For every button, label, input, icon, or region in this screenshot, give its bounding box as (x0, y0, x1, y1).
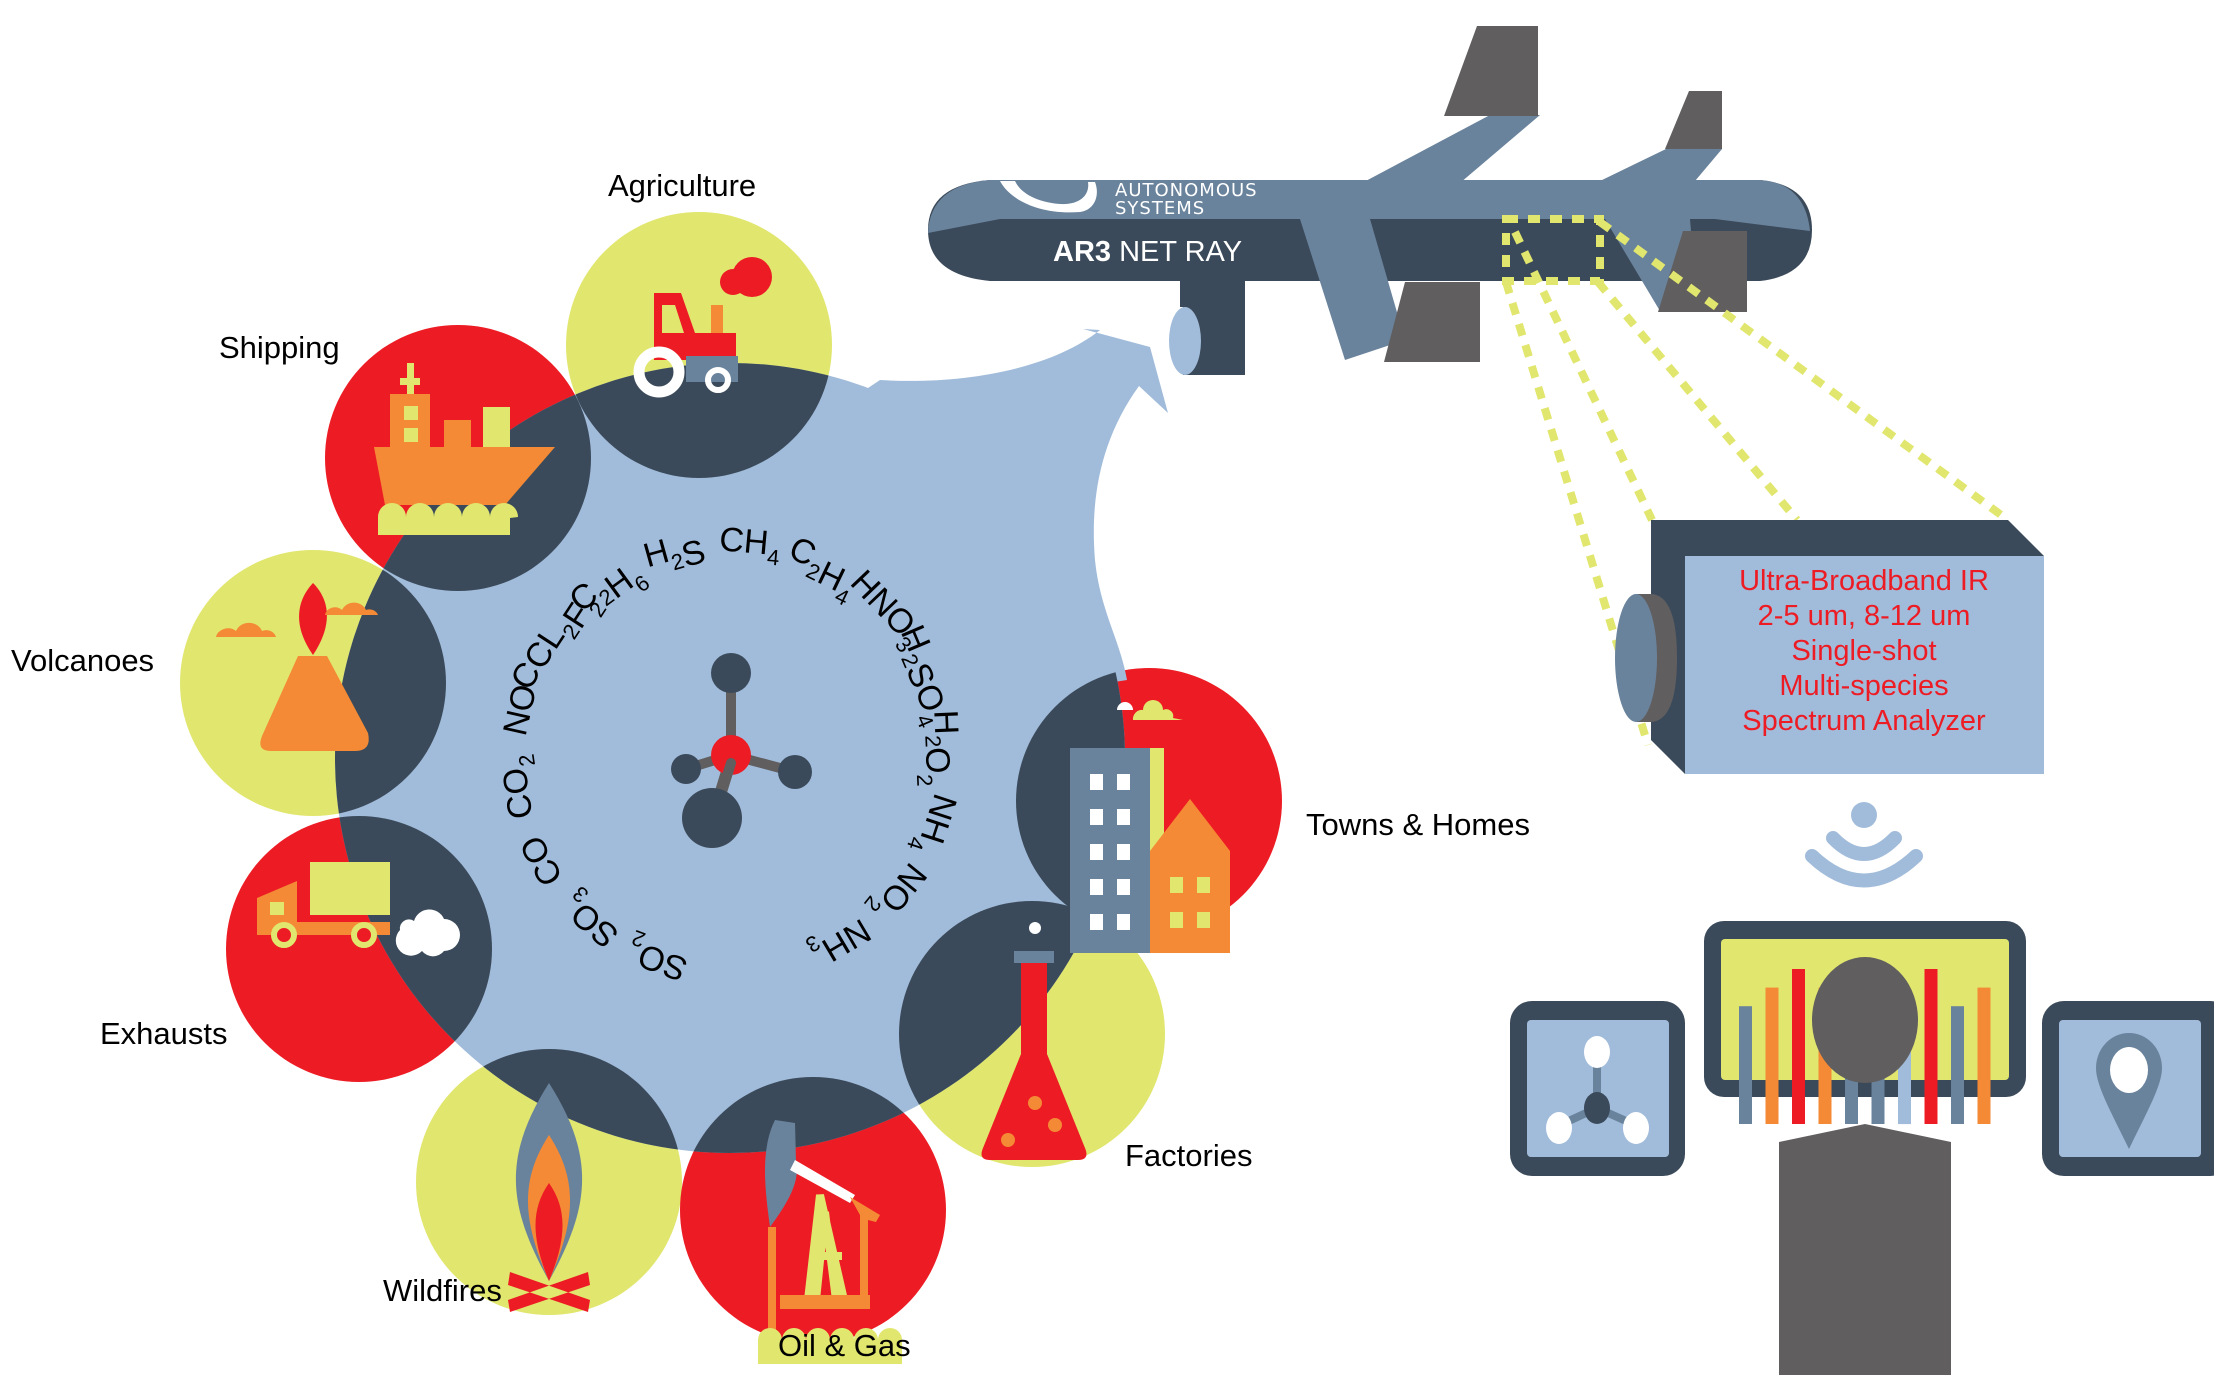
label-oil_gas: Oil & Gas (778, 1328, 911, 1363)
label-agriculture: Agriculture (608, 168, 756, 203)
intake-opening (1169, 307, 1201, 375)
analyzer-line: Ultra-Broadband IR (1739, 565, 1989, 597)
person-icon (1779, 957, 1951, 1375)
tower-window (1117, 879, 1130, 895)
molecule-label: CO2 (494, 752, 547, 821)
lower-wing-tip (1384, 282, 1480, 362)
label-volcanoes: Volcanoes (11, 643, 154, 678)
molecule-label: SO2 (622, 925, 695, 988)
molecule-icon (671, 653, 812, 848)
model-rest: NET RAY (1111, 236, 1242, 268)
truck-icon (257, 862, 460, 957)
house-window (1170, 877, 1183, 893)
upper-tail (1600, 149, 1722, 181)
building-windows (1090, 774, 1210, 930)
tower-window (1117, 809, 1130, 825)
analyzer-text: Ultra-Broadband IR2-5 um, 8-12 umSingle-… (1739, 565, 1989, 737)
left-monitor (1510, 1001, 1685, 1176)
molecule-icon (1546, 1036, 1649, 1144)
molecule-label: CH4 (717, 520, 782, 570)
spectrum-bar (1765, 987, 1779, 1124)
tower-window (1117, 844, 1130, 860)
model-bold: AR3 (1053, 236, 1111, 268)
right-monitor (2042, 1001, 2214, 1176)
analyzer-line: Single-shot (1791, 635, 1936, 667)
label-towns: Towns & Homes (1306, 807, 1530, 842)
source-icons (216, 257, 1230, 1364)
tower-window (1117, 774, 1130, 790)
spectrum-bar (1951, 1006, 1964, 1124)
analyzer-line: 2-5 um, 8-12 um (1758, 600, 1971, 632)
label-exhausts: Exhausts (100, 1016, 228, 1051)
label-factories: Factories (1125, 1138, 1252, 1173)
tractor-icon (633, 257, 772, 398)
lower-tail-tip (1658, 231, 1747, 312)
spectrum-bar (1792, 969, 1805, 1124)
house-window (1197, 877, 1210, 893)
tower-window (1090, 844, 1103, 860)
fuselage-top (928, 180, 1810, 233)
logo-icon (1000, 181, 1097, 213)
tower-window (1117, 914, 1130, 930)
brand-line-2: SYSTEMS (1115, 198, 1205, 219)
house-window (1197, 912, 1210, 928)
spectrum-bar (1739, 1006, 1752, 1124)
upper-wing-tip (1444, 26, 1538, 116)
campfire-icon (508, 1083, 590, 1312)
analyzer-line: Multi-species (1779, 670, 1948, 702)
tower-window (1090, 914, 1103, 930)
tower-window (1090, 774, 1103, 790)
volcano-icon (216, 583, 378, 751)
ship-icon (374, 363, 555, 535)
overlap-volcanoes (335, 550, 446, 816)
upper-wing (1330, 115, 1540, 200)
source-labels: AgricultureShippingVolcanoesExhaustsWild… (11, 168, 1530, 1363)
aircraft: AUTONOMOUS SYSTEMS AR3 NET RAY (928, 26, 1812, 375)
oil-pump-icon (758, 1120, 902, 1364)
lower-wing (1300, 219, 1405, 360)
tower-window (1090, 809, 1103, 825)
buildings-icon (1070, 700, 1230, 953)
label-wildfires: Wildfires (383, 1273, 502, 1308)
spectrum-bar (1977, 987, 1991, 1124)
brand-line-1: AUTONOMOUS (1115, 180, 1258, 201)
analyzer-line: Spectrum Analyzer (1742, 705, 1986, 737)
upper-tail-tip (1665, 91, 1722, 149)
overlap-agriculture (566, 363, 832, 478)
analyzer-box: Ultra-Broadband IR2-5 um, 8-12 umSingle-… (1615, 520, 2044, 774)
aircraft-model: AR3 NET RAY (1053, 236, 1242, 268)
spectrum-bar (1924, 969, 1938, 1124)
tower-window (1090, 879, 1103, 895)
molecule-label: H2O2 (909, 709, 967, 787)
flask-icon (981, 922, 1087, 1160)
label-shipping: Shipping (219, 330, 340, 365)
location-pin-icon (2096, 1033, 2162, 1149)
wifi-icon (1805, 802, 1923, 888)
house-window (1170, 912, 1183, 928)
